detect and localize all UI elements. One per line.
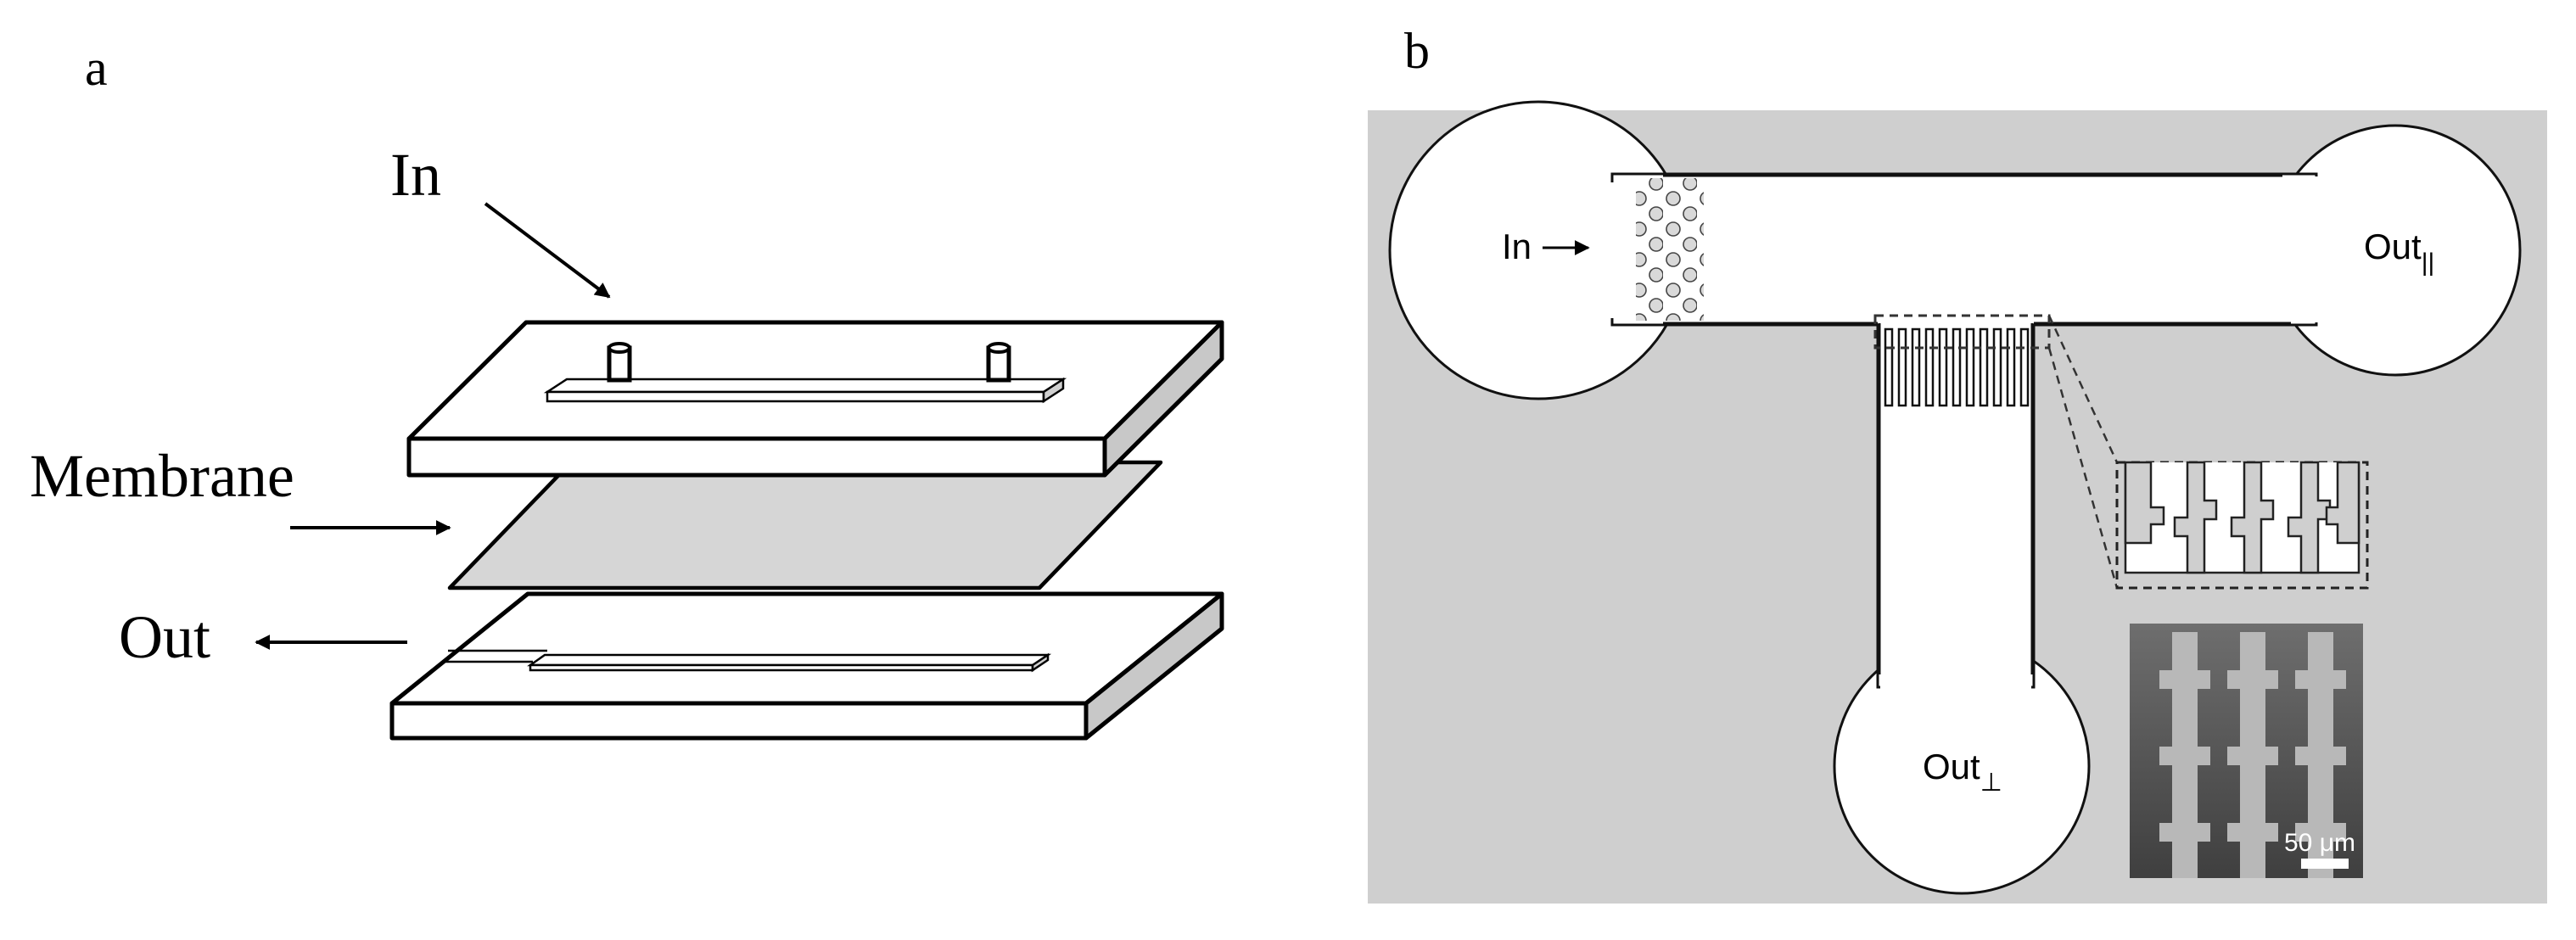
chip-in-label: In (1502, 227, 1532, 266)
membrane-callout-label: Membrane (30, 442, 294, 510)
panel-a: a (30, 40, 1224, 741)
inlet-port (607, 342, 632, 383)
outlet-port (986, 342, 1011, 383)
panel-b-label: b (1404, 23, 1430, 79)
pillar-array (1636, 178, 1704, 321)
scale-bar (2301, 859, 2349, 869)
panel-b: b (1368, 23, 2547, 904)
sem-micrograph: 50 μm (2130, 624, 2363, 878)
zoom-region-box (1873, 314, 2051, 350)
microchannel (1388, 100, 2522, 895)
top-slab (406, 320, 1224, 478)
bottom-slab (389, 591, 1224, 741)
out-perpendicular-label: Out⊥ (1923, 747, 2002, 797)
out-parallel-label: Out|| (2364, 227, 2434, 277)
zoom-inset (2115, 461, 2369, 590)
comb-filter (1884, 327, 2030, 407)
in-callout-label: In (390, 141, 441, 209)
out-callout-label: Out (119, 603, 210, 671)
panel-a-label: a (85, 40, 108, 96)
in-arrow (484, 202, 611, 299)
scale-bar-label: 50 μm (2284, 829, 2355, 857)
membrane-sheet (447, 460, 1163, 590)
